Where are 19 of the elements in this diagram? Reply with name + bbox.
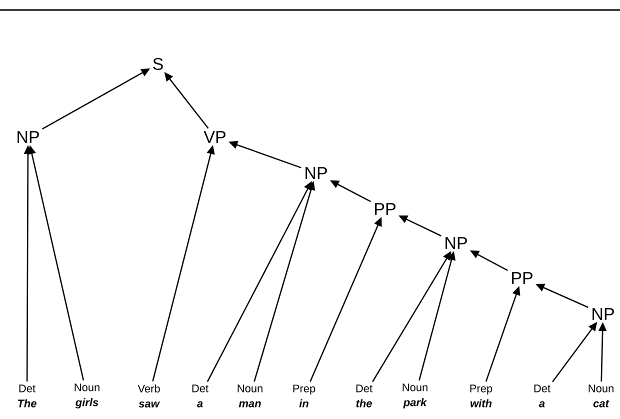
phrase-label: S xyxy=(153,58,163,70)
phrase-label: PP xyxy=(375,203,396,215)
leaf-label: Noun man xyxy=(238,384,262,408)
phrase-label: NP xyxy=(306,167,327,179)
leaf-label: Prep in xyxy=(293,384,316,408)
leaf-label: Prep with xyxy=(470,384,492,408)
leaf-label: Det a xyxy=(534,384,550,408)
leaf-label: Noun cat xyxy=(588,384,614,408)
leaf-label: Noun girls xyxy=(74,384,100,408)
leaf-label: Det a xyxy=(192,384,208,408)
phrase-label: NP xyxy=(592,308,614,320)
leaf-label: Det The xyxy=(18,384,36,408)
phrase-label: VP xyxy=(204,131,226,143)
leaf-label: Verb saw xyxy=(138,384,160,408)
leaf-label: Noun park xyxy=(402,384,428,408)
phrase-label: NP xyxy=(18,131,39,143)
phrase-label: NP xyxy=(446,237,467,249)
leaf-label: Det the xyxy=(356,384,372,408)
phrase-label: PP xyxy=(512,272,532,284)
